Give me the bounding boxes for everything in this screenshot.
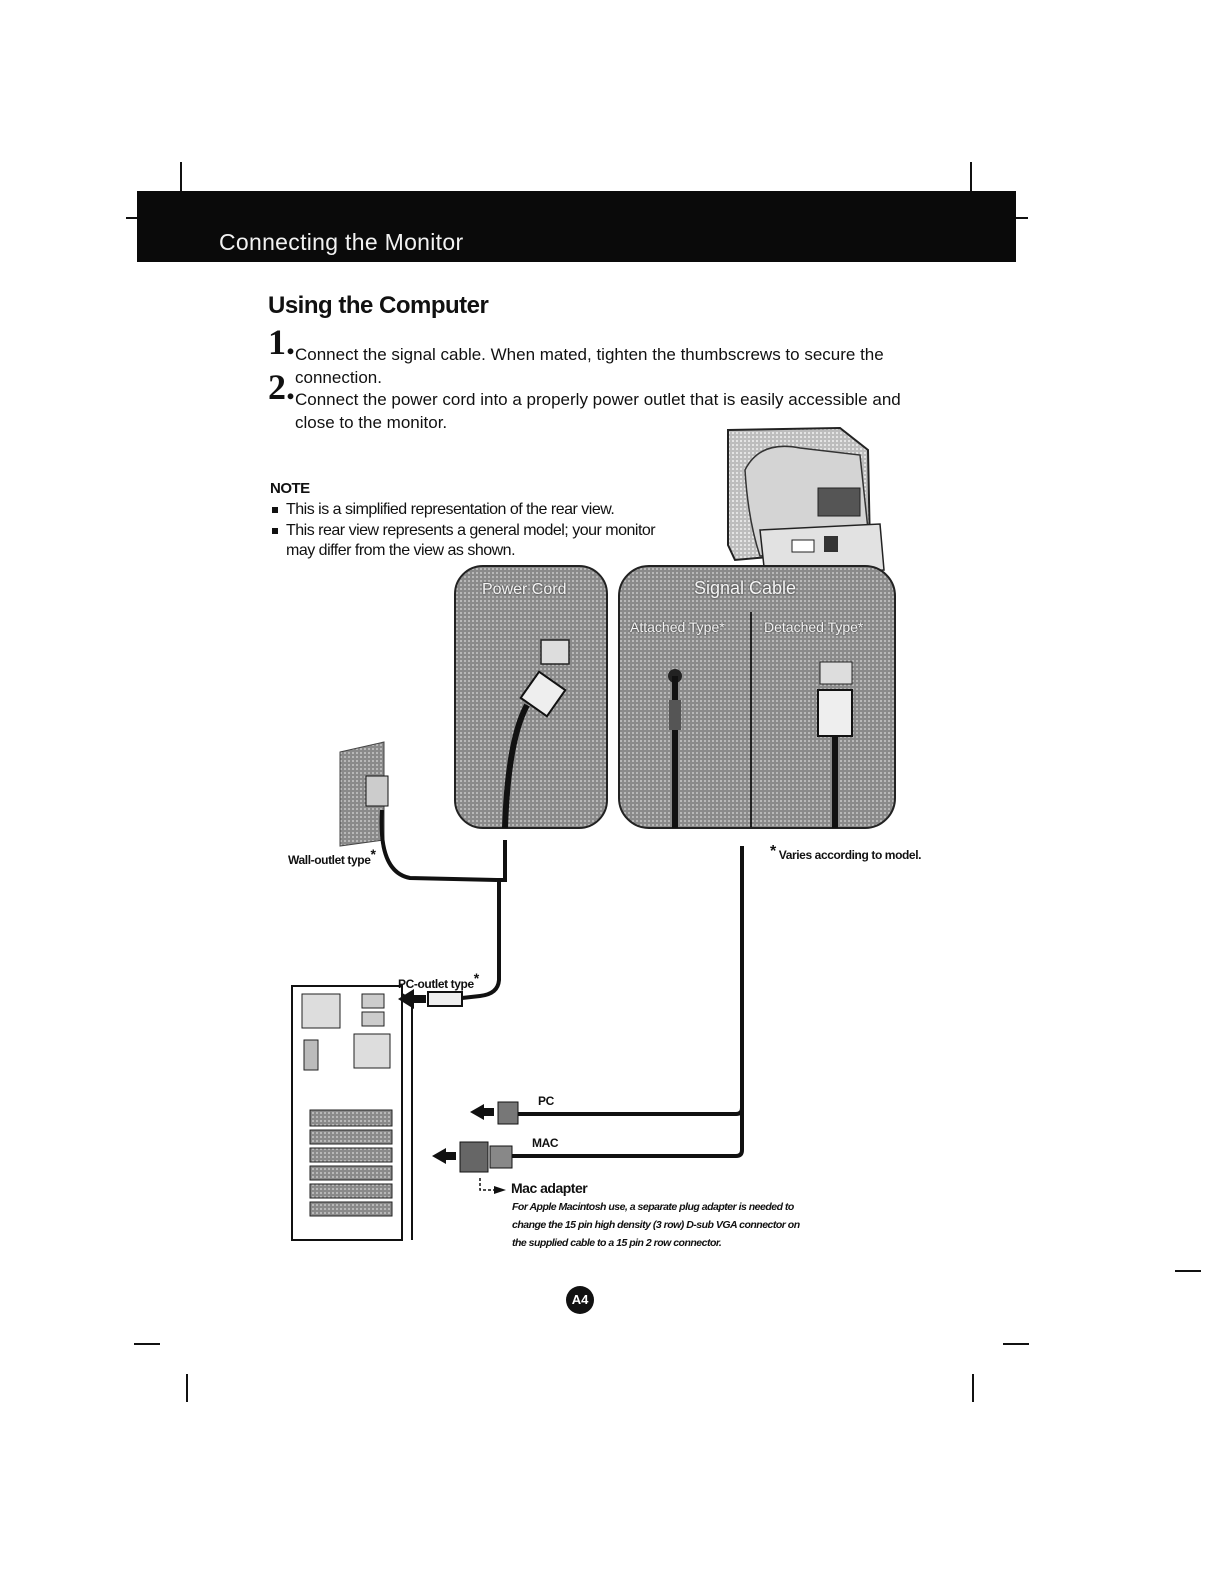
power-cord-label: Power Cord [482,581,567,598]
mac-label: MAC [532,1136,559,1150]
note-item: This rear view represents a general mode… [272,521,686,561]
wall-outlet-text: Wall-outlet type [288,853,371,867]
note-item: This is a simplified representation of t… [272,500,672,520]
crop-mark [970,162,972,192]
pc-outlet-plug-icon [398,989,463,1009]
attached-type-label: Attached Type* [630,619,725,635]
crop-mark [1175,1270,1201,1272]
asterisk: * [770,843,776,860]
varies-note-text: Varies according to model. [778,848,922,862]
note-title: NOTE [270,480,310,497]
crop-mark [1003,1343,1029,1345]
varies-note: * Varies according to model. [770,843,922,864]
crop-mark [1016,217,1028,219]
adapter-arrow-icon [479,1178,506,1194]
signal-cable-panel [618,565,896,829]
pc-outlet-text: PC-outlet type [398,977,474,991]
step-text: Connect the signal cable. When mated, ti… [295,345,884,387]
step-1: 1. Connect the signal cable. When mated,… [268,324,908,389]
crop-mark [180,162,182,192]
detached-type-label: Detached Type* [764,619,864,635]
asterisk: * [370,846,376,862]
mac-adapter-title: Mac adapter [511,1180,588,1196]
pc-connector-icon [470,1101,519,1125]
bullet-icon [272,527,278,534]
power-cord-panel [454,565,608,829]
cable-lines [379,809,744,1158]
crop-mark [972,1374,974,1402]
mac-connector-icon [432,1141,513,1173]
computer-tower-icon [291,985,413,1241]
page-header-title: Connecting the Monitor [219,229,464,255]
asterisk: * [473,970,479,986]
crop-mark [126,217,138,219]
step-text: Connect the power cord into a properly p… [295,390,901,432]
pc-outlet-label: PC-outlet type* [398,970,479,991]
pc-label: PC [538,1094,554,1108]
crop-mark [134,1343,160,1345]
monitor-icon [727,426,885,577]
header-bar: Connecting the Monitor [137,191,1016,262]
crop-mark [186,1374,188,1402]
note-text: This rear view represents a general mode… [286,522,656,559]
note-text: This is a simplified representation of t… [286,501,615,518]
step-2: 2. Connect the power cord into a properl… [268,369,908,434]
bullet-icon [272,506,278,513]
section-title: Using the Computer [268,292,489,319]
page-number-badge: A4 [566,1286,594,1314]
wall-outlet-label: Wall-outlet type* [288,846,376,867]
mac-adapter-text: For Apple Macintosh use, a separate plug… [512,1201,800,1249]
signal-cable-label: Signal Cable [694,578,797,598]
